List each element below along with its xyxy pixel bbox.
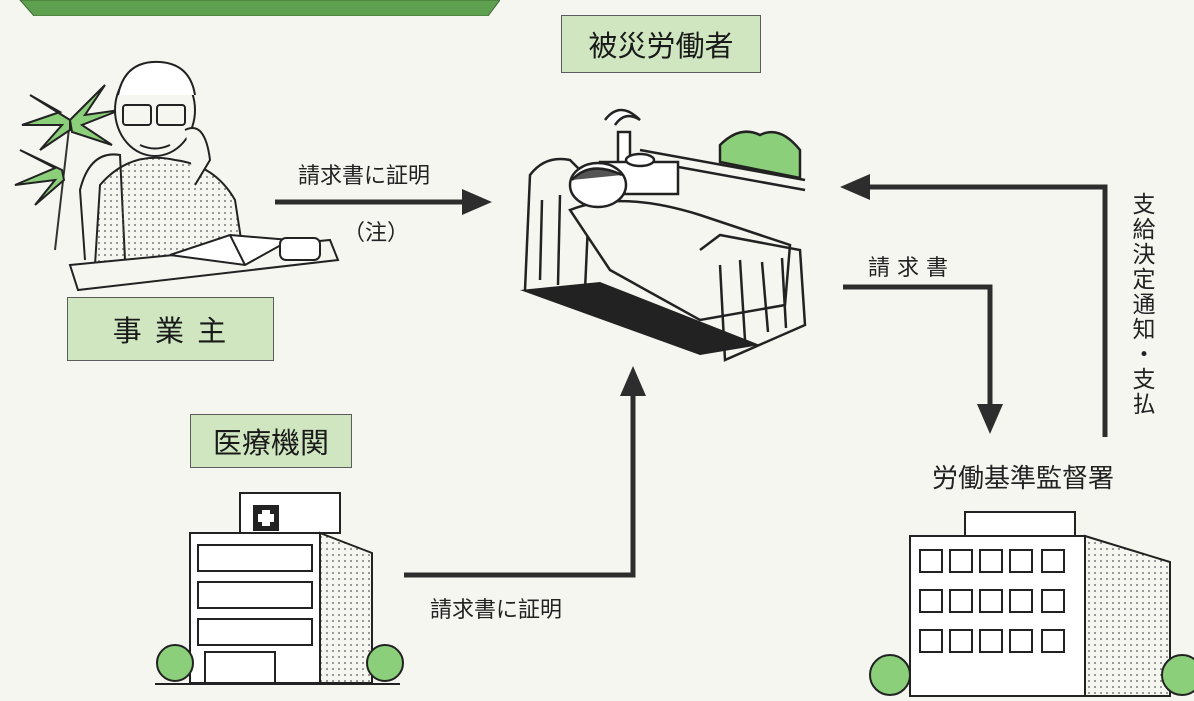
employer-illustration [14, 60, 340, 292]
medical-institution-label: 医療機関 [190, 414, 352, 468]
worker-to-office-label: 請 求 書 [868, 256, 948, 281]
employer-edge-label: 請求書に証明 [298, 164, 431, 189]
hospital-building-illustration [155, 492, 404, 685]
arrow-office-to-worker [840, 174, 1108, 437]
plant-icon [14, 84, 121, 251]
medical-edge-label: 請求書に証明 [430, 598, 563, 623]
arrow-worker-to-office [843, 284, 1003, 434]
injured-worker-illustration [520, 108, 807, 362]
employer-edge-note: （注） [343, 221, 410, 246]
arrow-employer-to-worker [275, 189, 492, 215]
employer-label: 事 業 主 [67, 297, 274, 361]
office-building-illustration [869, 511, 1194, 697]
arrow-medical-to-worker [404, 366, 646, 578]
office-to-worker-label: 支給決定通知・支払 [1128, 192, 1154, 417]
injured-worker-label: 被災労働者 [561, 15, 761, 73]
labor-office-label: 労働基準監督署 [932, 464, 1115, 494]
header-banner [19, 0, 500, 16]
